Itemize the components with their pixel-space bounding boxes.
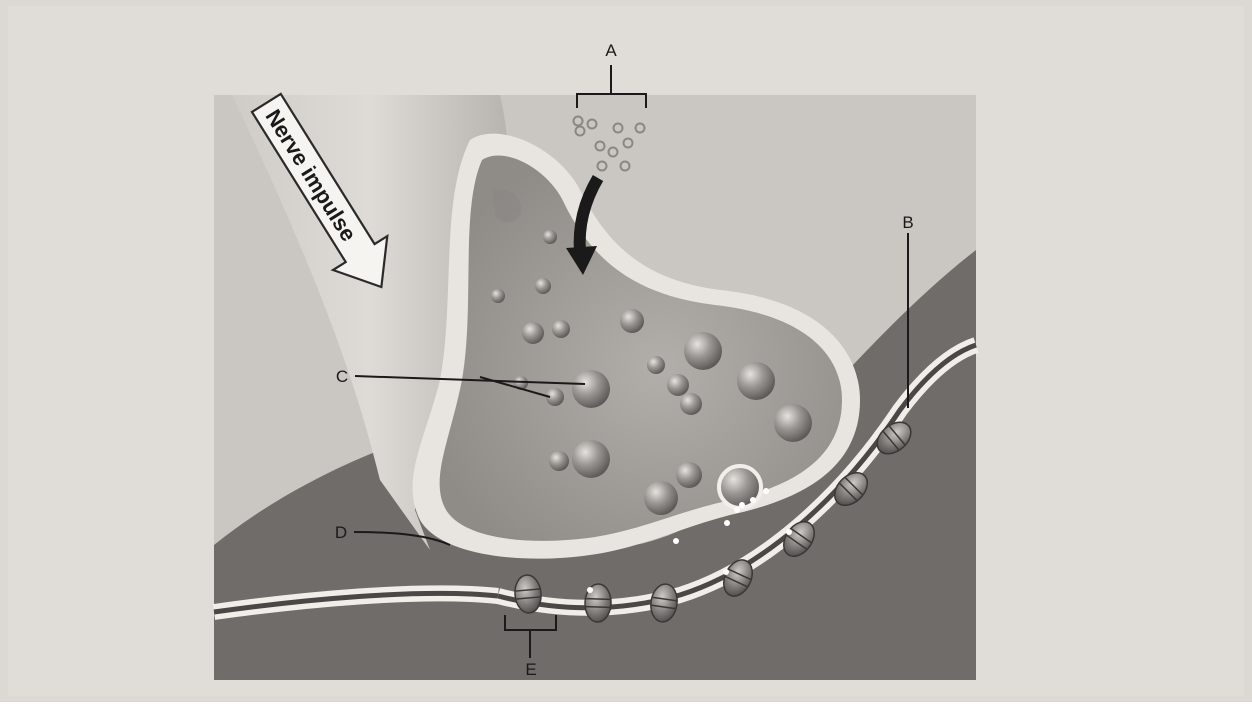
label-a: A — [605, 41, 617, 60]
label-e: E — [525, 660, 536, 679]
label-d: D — [335, 523, 347, 542]
label-b: B — [902, 213, 913, 232]
label-c: C — [336, 367, 348, 386]
